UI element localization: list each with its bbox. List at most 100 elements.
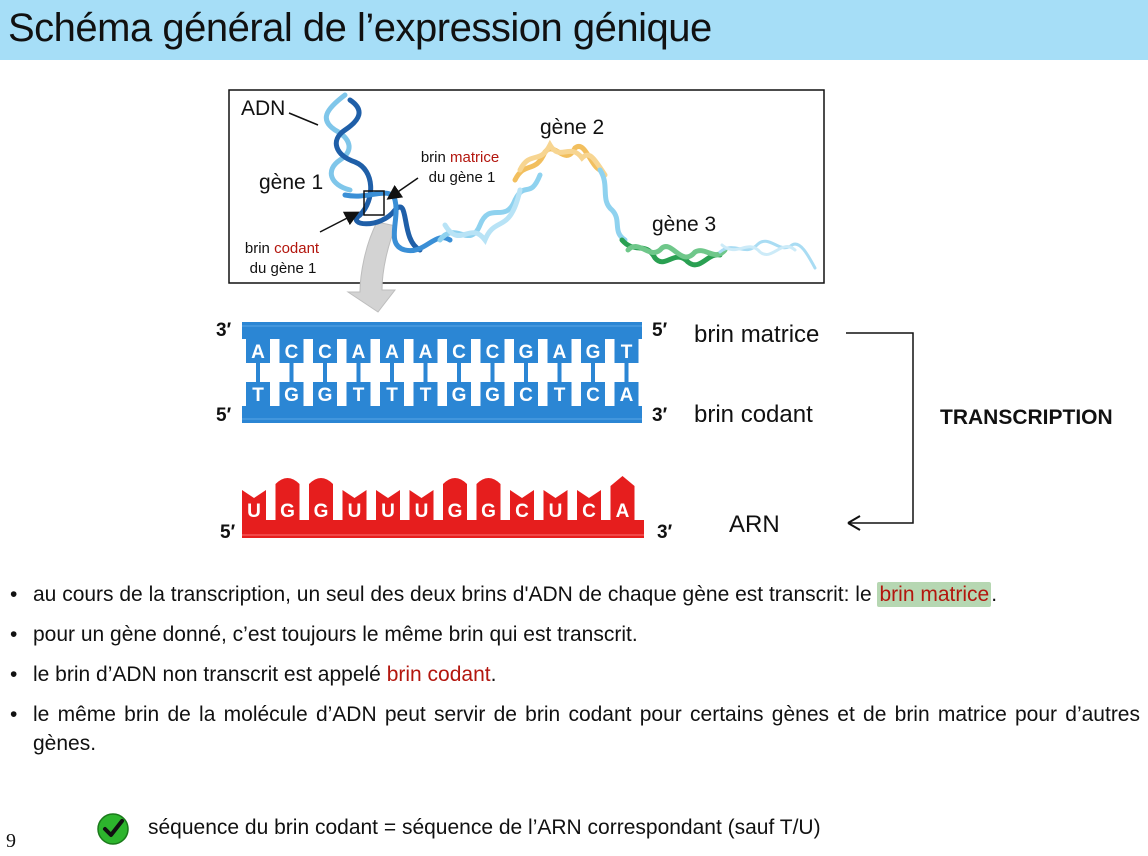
coding-base-letter: G	[284, 385, 299, 406]
base-pair-bond	[591, 363, 595, 382]
coding-base-tile	[279, 382, 304, 406]
bullet-2: pour un gène donné, c’est toujours le mê…	[10, 620, 1140, 649]
template-base-letter: C	[452, 342, 466, 363]
rna-backbone	[242, 520, 644, 538]
coding-strand-label: brin codant	[694, 401, 813, 428]
gene2-strand-b	[517, 139, 608, 178]
base-pair-bond	[390, 363, 394, 382]
gene3-strand-b	[625, 244, 728, 260]
coding-base-letter: G	[318, 385, 333, 406]
rna-base-tile	[409, 490, 434, 520]
coding-base-letter: C	[519, 385, 533, 406]
coding-base-letter: C	[586, 385, 600, 406]
zoom-square	[363, 190, 385, 216]
title-bar: Schéma général de l’expression génique	[0, 0, 1148, 60]
template-base-letter: T	[621, 342, 633, 363]
template-base-tile	[380, 339, 404, 363]
base-pair-bond	[423, 363, 428, 382]
rna-base-tile	[275, 478, 300, 520]
rna-base-letter: U	[549, 501, 563, 522]
zoom-arrow	[346, 221, 397, 313]
rna-base-letter: U	[247, 501, 261, 522]
rna-base-tile	[510, 490, 534, 520]
rna-base-tile	[543, 490, 568, 520]
adn-pointer	[288, 112, 319, 126]
base-pair-bond	[356, 363, 361, 382]
rna-base-tile	[476, 478, 501, 520]
dna-strand-e	[442, 187, 523, 246]
bullet-1: au cours de la transcription, un seul de…	[10, 580, 1140, 609]
rna-base-letter: G	[448, 501, 463, 522]
coding-base-letter: T	[252, 385, 264, 406]
coding-base-letter: T	[420, 385, 432, 406]
dna-strand-c	[342, 190, 453, 254]
base-pair-bond	[524, 363, 528, 382]
footer-note: séquence du brin codant = séquence de l’…	[148, 816, 821, 839]
coding-base-tile	[447, 382, 471, 406]
coding-base-letter: T	[386, 385, 398, 406]
coding-base-tile	[313, 382, 337, 406]
template-base-letter: A	[251, 342, 265, 363]
codant-pointer	[319, 211, 360, 233]
coding-base-tile	[514, 382, 538, 406]
template-strand-label: brin matrice	[694, 321, 819, 348]
page-number: 9	[6, 830, 16, 852]
template-base-letter: C	[318, 342, 332, 363]
coding-backbone	[242, 406, 642, 423]
template-base-tile	[447, 339, 471, 363]
explanation-list: au cours de la transcription, un seul de…	[10, 580, 1140, 769]
rna-base-letter: U	[415, 501, 429, 522]
template-base-tile	[547, 339, 572, 363]
brin-codant-term: brin codant	[386, 663, 491, 686]
rna-base-letter: C	[515, 501, 529, 522]
rna-base-tile	[577, 490, 601, 520]
matrice-label-line2: du gène 1	[429, 169, 496, 186]
rna-left-end: 5′	[220, 522, 236, 543]
template-base-letter: A	[385, 342, 399, 363]
rna-base-letter: G	[280, 501, 295, 522]
base-pair-bond	[457, 363, 461, 382]
template-base-letter: C	[285, 342, 299, 363]
template-base-tile	[614, 339, 639, 363]
rna-base-letter: U	[348, 501, 362, 522]
coding-base-tile	[413, 382, 438, 406]
highlight-brin-matrice: brin matrice	[877, 582, 992, 607]
template-base-tile	[279, 339, 304, 363]
green-check-icon	[97, 813, 129, 845]
codant-label-line1: brin codant	[245, 240, 320, 257]
dna-molecule-illustration: ADN gène 1 gène 2 gène 3 brin matrice du…	[228, 89, 825, 313]
coding-base-tile	[547, 382, 572, 406]
adn-label: ADN	[241, 97, 285, 120]
dna-strand-a	[323, 92, 353, 193]
rna-base-letter: G	[314, 501, 329, 522]
bullet-3: le brin d’ADN non transcrit est appelé b…	[10, 660, 1140, 689]
coding-base-tile	[246, 382, 270, 406]
template-base-tile	[313, 339, 337, 363]
rna-base-tile	[342, 490, 367, 520]
template-base-tile	[581, 339, 605, 363]
matrice-label-line1: brin matrice	[421, 149, 499, 166]
coding-base-tile	[480, 382, 505, 406]
base-pair-bond	[323, 363, 327, 382]
template-base-tile	[413, 339, 438, 363]
base-pair-bond	[490, 363, 495, 382]
dna-strand-f	[597, 167, 628, 243]
matrice-pointer	[386, 177, 419, 200]
transcription-connector: TRANSCRIPTION	[846, 332, 1113, 531]
rna-base-tile	[376, 490, 400, 520]
coding-base-letter: A	[620, 385, 634, 406]
template-base-letter: C	[486, 342, 500, 363]
coding-base-letter: T	[353, 385, 365, 406]
rna-base-letter: G	[481, 501, 496, 522]
template-base-letter: A	[352, 342, 366, 363]
coding-base-tile	[614, 382, 639, 406]
template-base-tile	[514, 339, 538, 363]
coding-base-tile	[346, 382, 371, 406]
rna-base-letter: U	[381, 501, 395, 522]
rna-label: ARN	[729, 511, 780, 538]
gene3-label: gène 3	[652, 213, 716, 236]
